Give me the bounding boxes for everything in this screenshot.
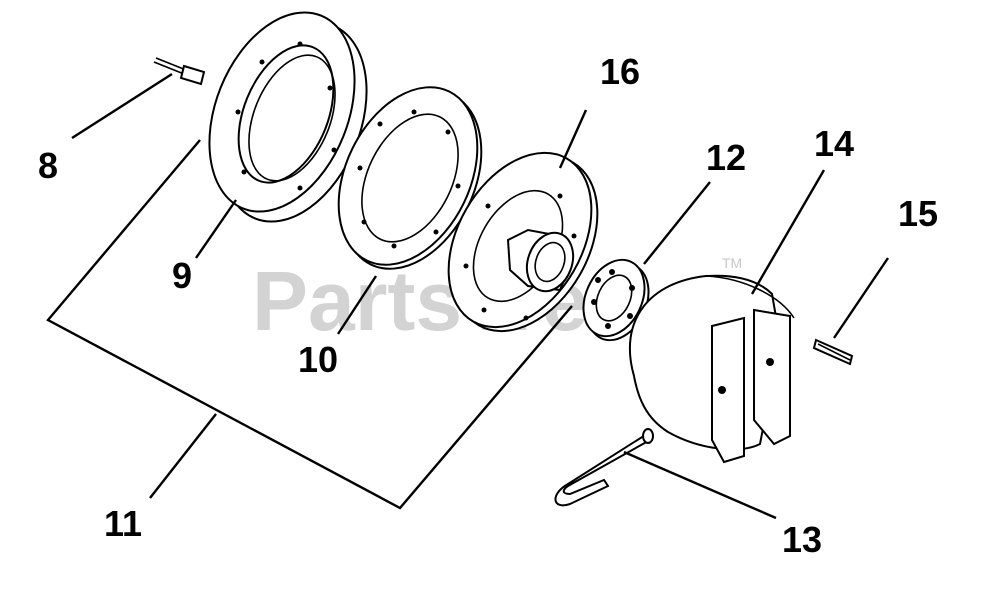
callout-16: 16 <box>600 51 640 92</box>
part-14-housing <box>628 274 795 464</box>
callout-15: 15 <box>898 193 938 234</box>
leader-lines <box>46 72 889 520</box>
part-15-cotter-pin <box>812 338 854 366</box>
leader-11 <box>149 413 217 499</box>
part-9-clutch-plate <box>208 11 368 223</box>
callout-10: 10 <box>298 339 338 380</box>
leader-14 <box>750 169 826 295</box>
callout-9: 9 <box>172 255 192 296</box>
part-12-bearing <box>582 258 650 342</box>
callout-11: 11 <box>104 503 142 544</box>
part-10-friction-disc <box>337 86 483 270</box>
leader-16 <box>558 109 588 169</box>
callout-8: 8 <box>38 145 58 186</box>
part-8-rivet <box>153 57 206 86</box>
callout-labels: 8 9 10 11 12 13 14 15 16 <box>38 51 938 560</box>
bracket-11 <box>46 139 573 510</box>
leader-8 <box>71 72 173 140</box>
leader-10 <box>336 275 378 335</box>
watermark-trademark: TM <box>722 255 742 271</box>
part-16-pressure-plate <box>447 151 599 333</box>
leader-12 <box>643 181 711 265</box>
callout-14: 14 <box>814 123 854 164</box>
callout-12: 12 <box>706 137 746 178</box>
callout-13: 13 <box>782 519 822 560</box>
leader-15 <box>833 257 889 339</box>
part-13-hook <box>554 428 654 507</box>
leader-13 <box>623 450 777 520</box>
leader-9 <box>195 199 237 259</box>
